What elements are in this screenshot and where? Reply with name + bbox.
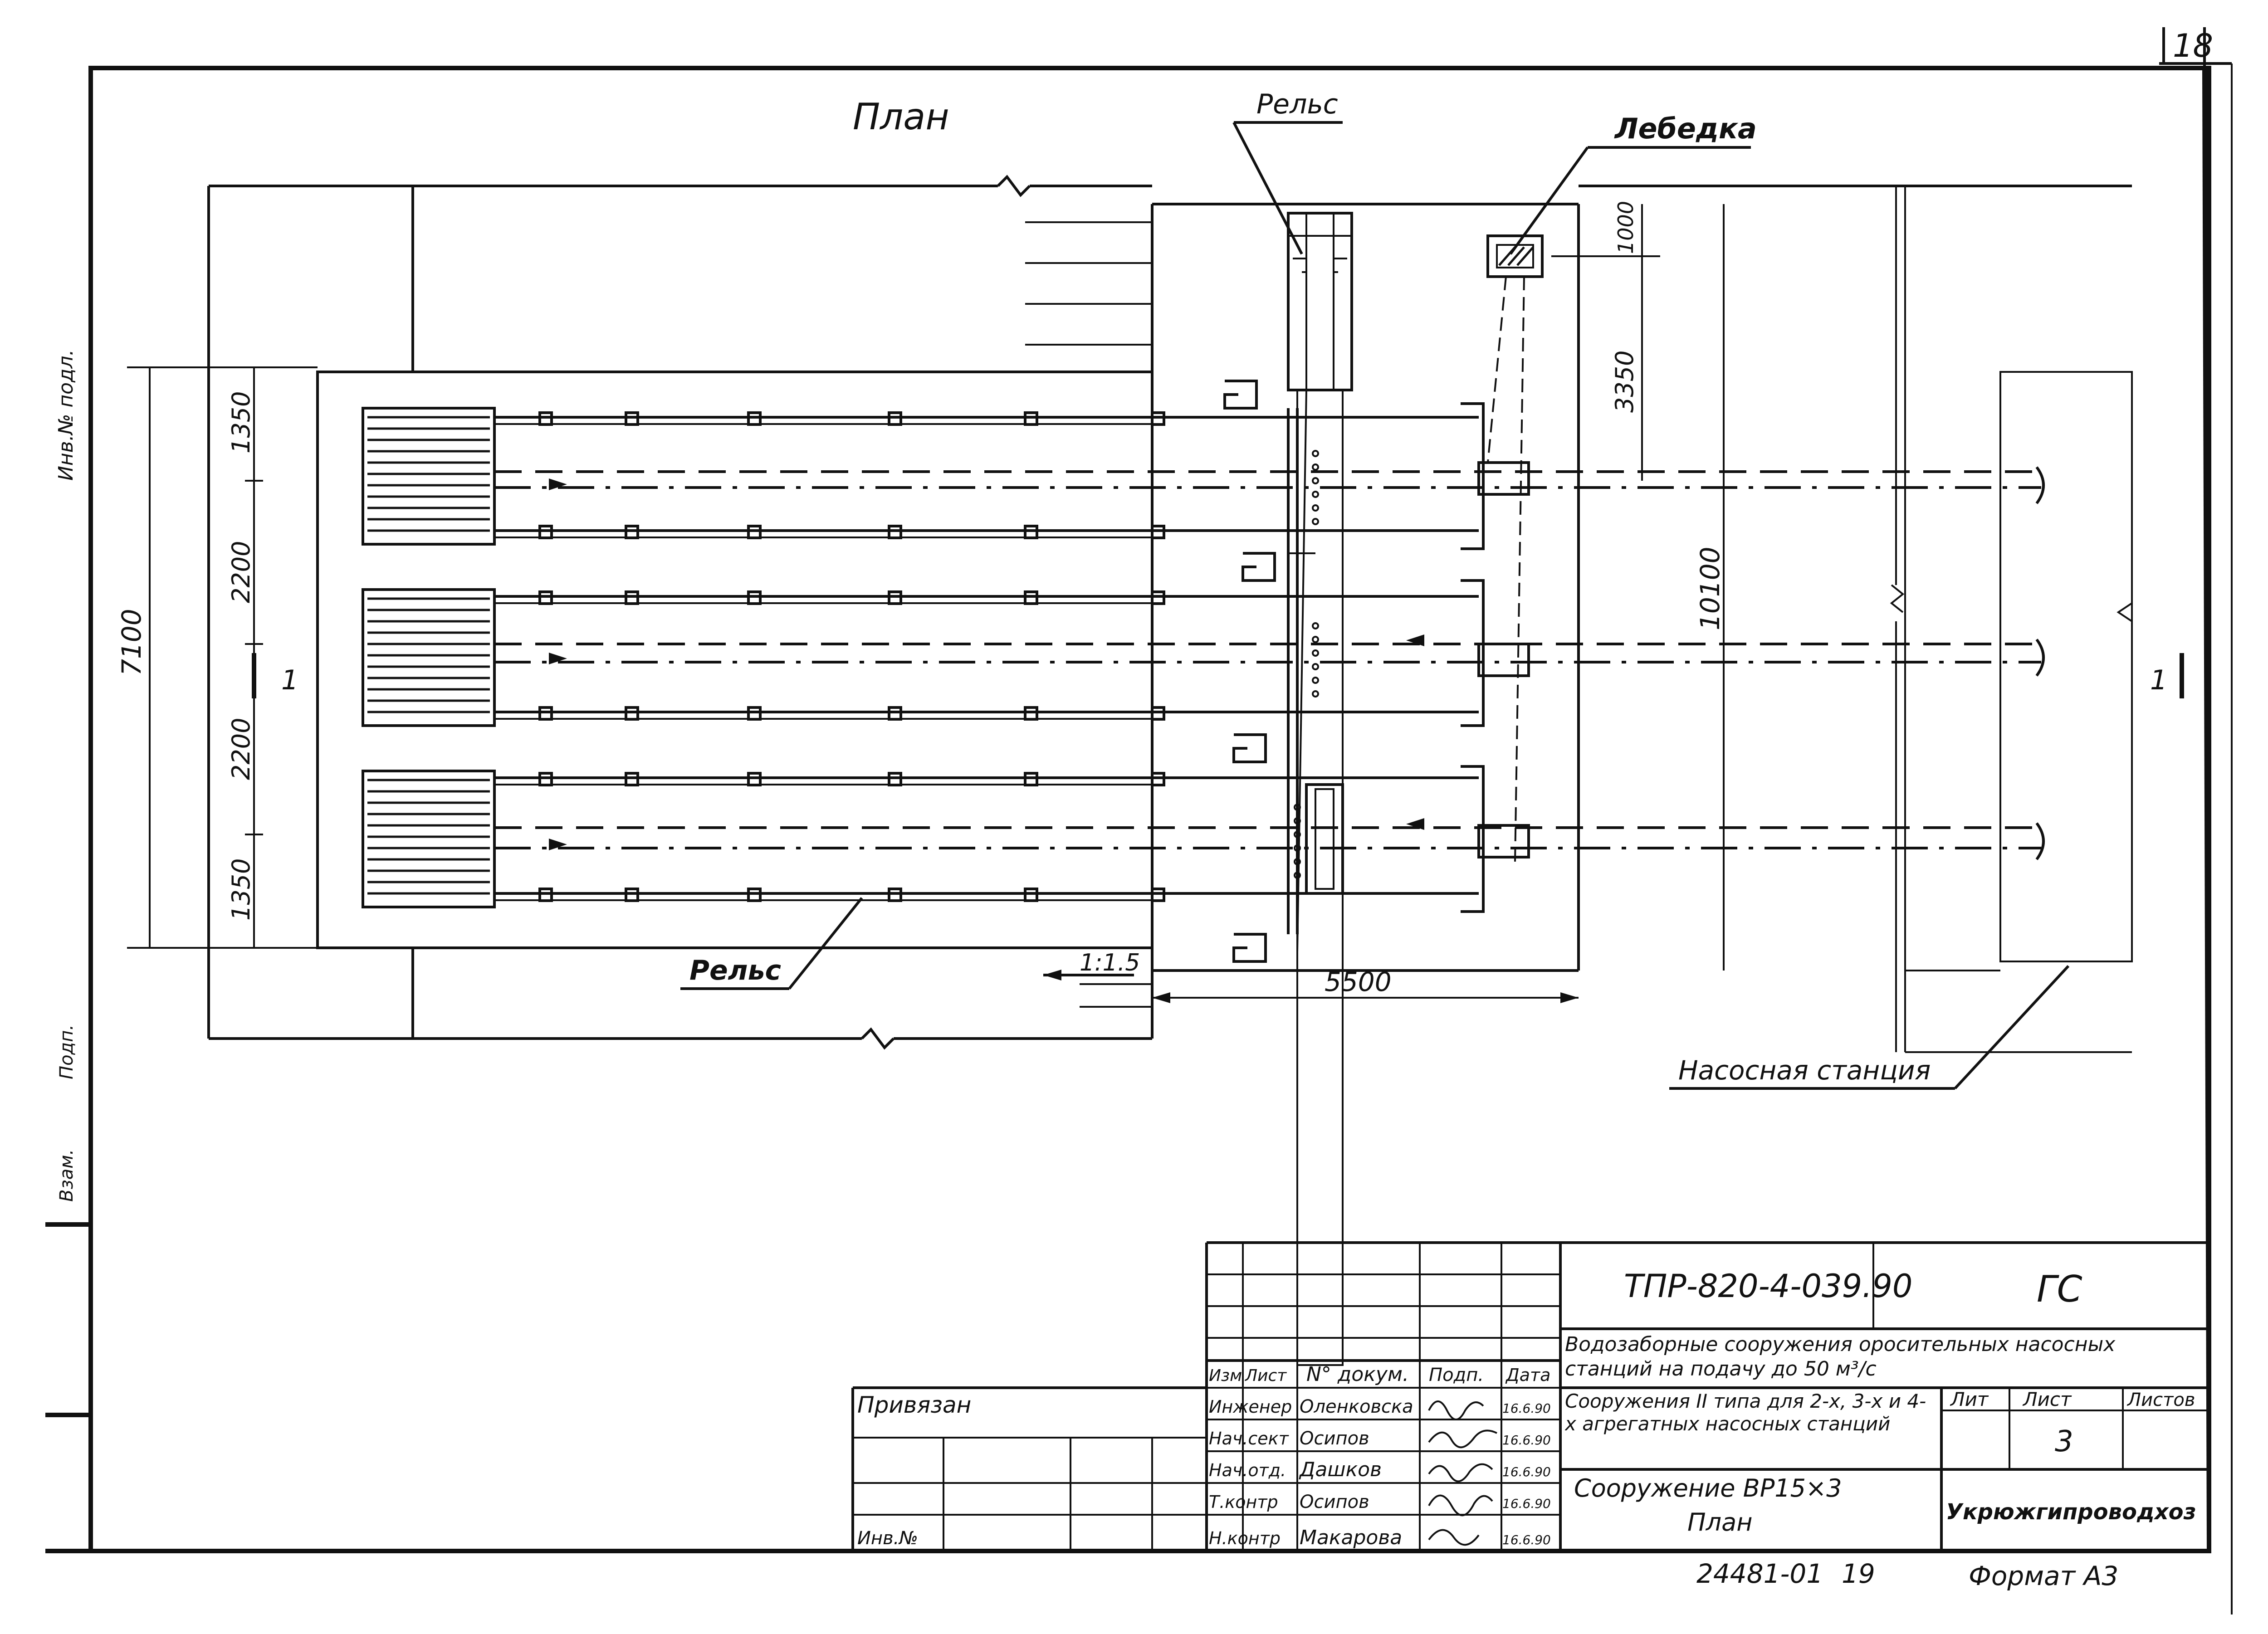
label-rail-bottom: Рельс [689,955,781,986]
label-slope: 1:1.5 [1080,949,1140,976]
hdr-date: Дата [1505,1365,1550,1385]
hdr-sign: Подп. [1429,1365,1484,1385]
margin-stamp-inv: Инв.№ подл. [54,349,78,481]
signature-row-4: Т.контр Осипов 16.6.90 [1209,1492,1551,1512]
section-mark-right: 1 [2150,664,2167,696]
hdr-doc: N° докум. [1306,1363,1409,1386]
label-rail-top: Рельс [1256,88,1338,120]
dim-1350-top: 1350 [227,391,255,454]
sig-role: Т.контр [1209,1492,1278,1512]
privyazan-label: Привязан [857,1392,971,1418]
sig-role: Нач.отд. [1209,1460,1286,1480]
signature-row-5: Н.контр Макарова 16.6.90 [1209,1526,1551,1549]
sig-role: Н.контр [1209,1528,1281,1548]
sheet-value: 3 [2055,1425,2073,1458]
dim-1350-bottom: 1350 [227,858,255,921]
sig-name: Осипов [1300,1428,1369,1449]
copy-number: 24481-01 [1696,1558,1823,1589]
hdr-sheets: Листов [2126,1390,2195,1410]
gantry-rail [1223,212,1353,1366]
inv-no-label: Инв.№ [857,1528,918,1549]
signature-row-3: Нач.отд. Дашков 16.6.90 [1209,1458,1551,1481]
signature-row-1: Инженер Оленковска 16.6.90 [1209,1396,1551,1417]
hdr-list: Лист [1244,1366,1287,1385]
sig-date: 16.6.90 [1502,1496,1551,1511]
dim-2200-a: 2200 [227,541,255,603]
dim-10100: 10100 [1695,546,1725,630]
margin-date: Взам. [56,1149,77,1202]
intake-screens [362,407,496,908]
sig-name: Оленковска [1300,1396,1413,1417]
hdr-sheet: Лист [2022,1388,2072,1410]
label-pump-station: Насосная станция [1678,1055,1931,1086]
gates [1461,234,1544,913]
plan-title: План [853,96,949,138]
screen-2 [362,588,496,727]
label-winch: Лебедка [1614,112,1757,145]
dim-3350: 3350 [1610,351,1639,413]
stage-code: ГС [2037,1268,2082,1310]
sig-name: Макарова [1300,1526,1402,1549]
sig-name: Осипов [1300,1492,1369,1512]
sheet-title-1: Сооружения II типа для 2-х, 3-х и 4-х аг… [1565,1390,1926,1435]
dim-1000: 1000 [1613,201,1638,254]
object-title: Водозаборные сооружения оросительных нас… [1565,1333,2116,1380]
sig-name: Дашков [1299,1458,1382,1481]
sig-date: 16.6.90 [1502,1464,1551,1479]
dimensions: 7100 1350 2200 2200 1350 10100 1000 3350… [116,201,1725,1003]
hdr-izm: Изм [1209,1366,1242,1385]
margin-sign: Подп. [56,1024,77,1079]
sheet-title-3: План [1687,1508,1753,1536]
hdr-lit: Лит [1950,1388,1989,1410]
dim-2200-b: 2200 [227,718,255,780]
screen-3 [362,770,496,908]
dim-7100: 7100 [116,609,147,676]
sig-date: 16.6.90 [1502,1433,1551,1448]
organization: Укрюжгипроводхоз [1946,1499,2196,1525]
page-number: 19 [1842,1558,1875,1589]
section-marks: 1 1 [252,653,2184,698]
doc-code: ТПР-820-4-039.90 [1624,1268,1912,1305]
sig-role: Инженер [1209,1397,1292,1417]
handwritten-signatures [1428,1400,1497,1546]
sheet-number: 18 [2173,27,2213,64]
sheet-title-2: Сооружение ВР15×3 [1574,1474,1842,1502]
sheet-format: Формат А3 [1969,1561,2118,1591]
sig-date: 16.6.90 [1502,1532,1551,1547]
left-margin-notes: Инв.№ подл. Подп. Взам. [54,349,78,1202]
structure-outline [207,175,2133,1053]
signature-row-2: Нач.сект Осипов 16.6.90 [1209,1428,1551,1449]
pipe-lines [494,411,2045,902]
title-block: Изм Лист N° докум. Подп. Дата Инженер Ол… [851,1241,2209,1552]
sig-role: Нач.сект [1209,1429,1290,1449]
sig-date: 16.6.90 [1502,1401,1551,1416]
section-mark-left: 1 [281,664,298,696]
leaders: Рельс Лебедка Рельс Насосная станция 1:1… [680,88,2070,1090]
sheet-frame: 18 [45,27,2233,1614]
screen-1 [362,407,496,546]
dim-5500: 5500 [1325,966,1392,997]
